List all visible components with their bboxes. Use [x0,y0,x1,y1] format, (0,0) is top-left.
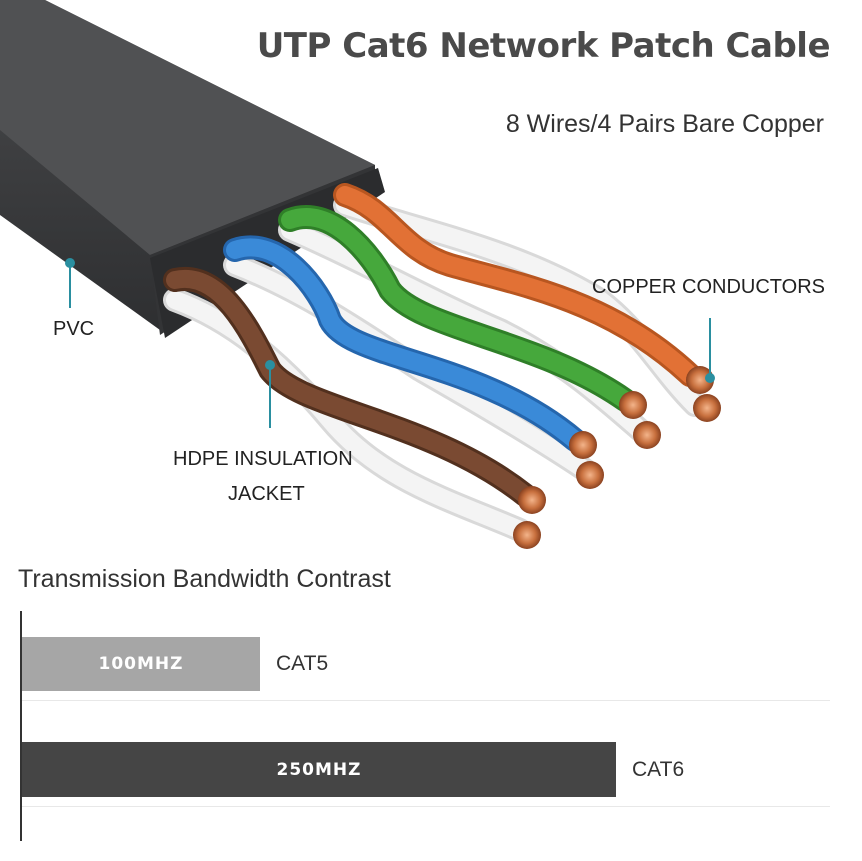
copper-conductors-label: COPPER CONDUCTORS [592,276,825,298]
bar-cat5: 100MHZ [22,637,260,691]
chart-axis [20,611,22,841]
gridline [22,806,830,807]
page-title: UTP Cat6 Network Patch Cable [256,26,831,66]
bar-value-label: 250MHZ [276,759,362,780]
callout-markers [65,258,715,428]
jacket-label: JACKET [228,483,305,505]
hdpe-insulation-label: HDPE INSULATION [173,448,353,470]
bar-category-cat6: CAT6 [632,758,685,781]
copper-conductors [513,366,721,549]
cable-illustration [0,0,721,549]
bar-category-cat5: CAT5 [276,652,329,675]
bar-value-label: 100MHZ [98,654,184,674]
wire-group [163,183,707,542]
gridline [22,700,830,701]
pvc-label: PVC [53,318,95,340]
bar-cat6: 250MHZ [22,742,616,797]
page-subtitle: 8 Wires/4 Pairs Bare Copper [505,110,824,138]
bandwidth-section-title: Transmission Bandwidth Contrast [18,565,391,593]
